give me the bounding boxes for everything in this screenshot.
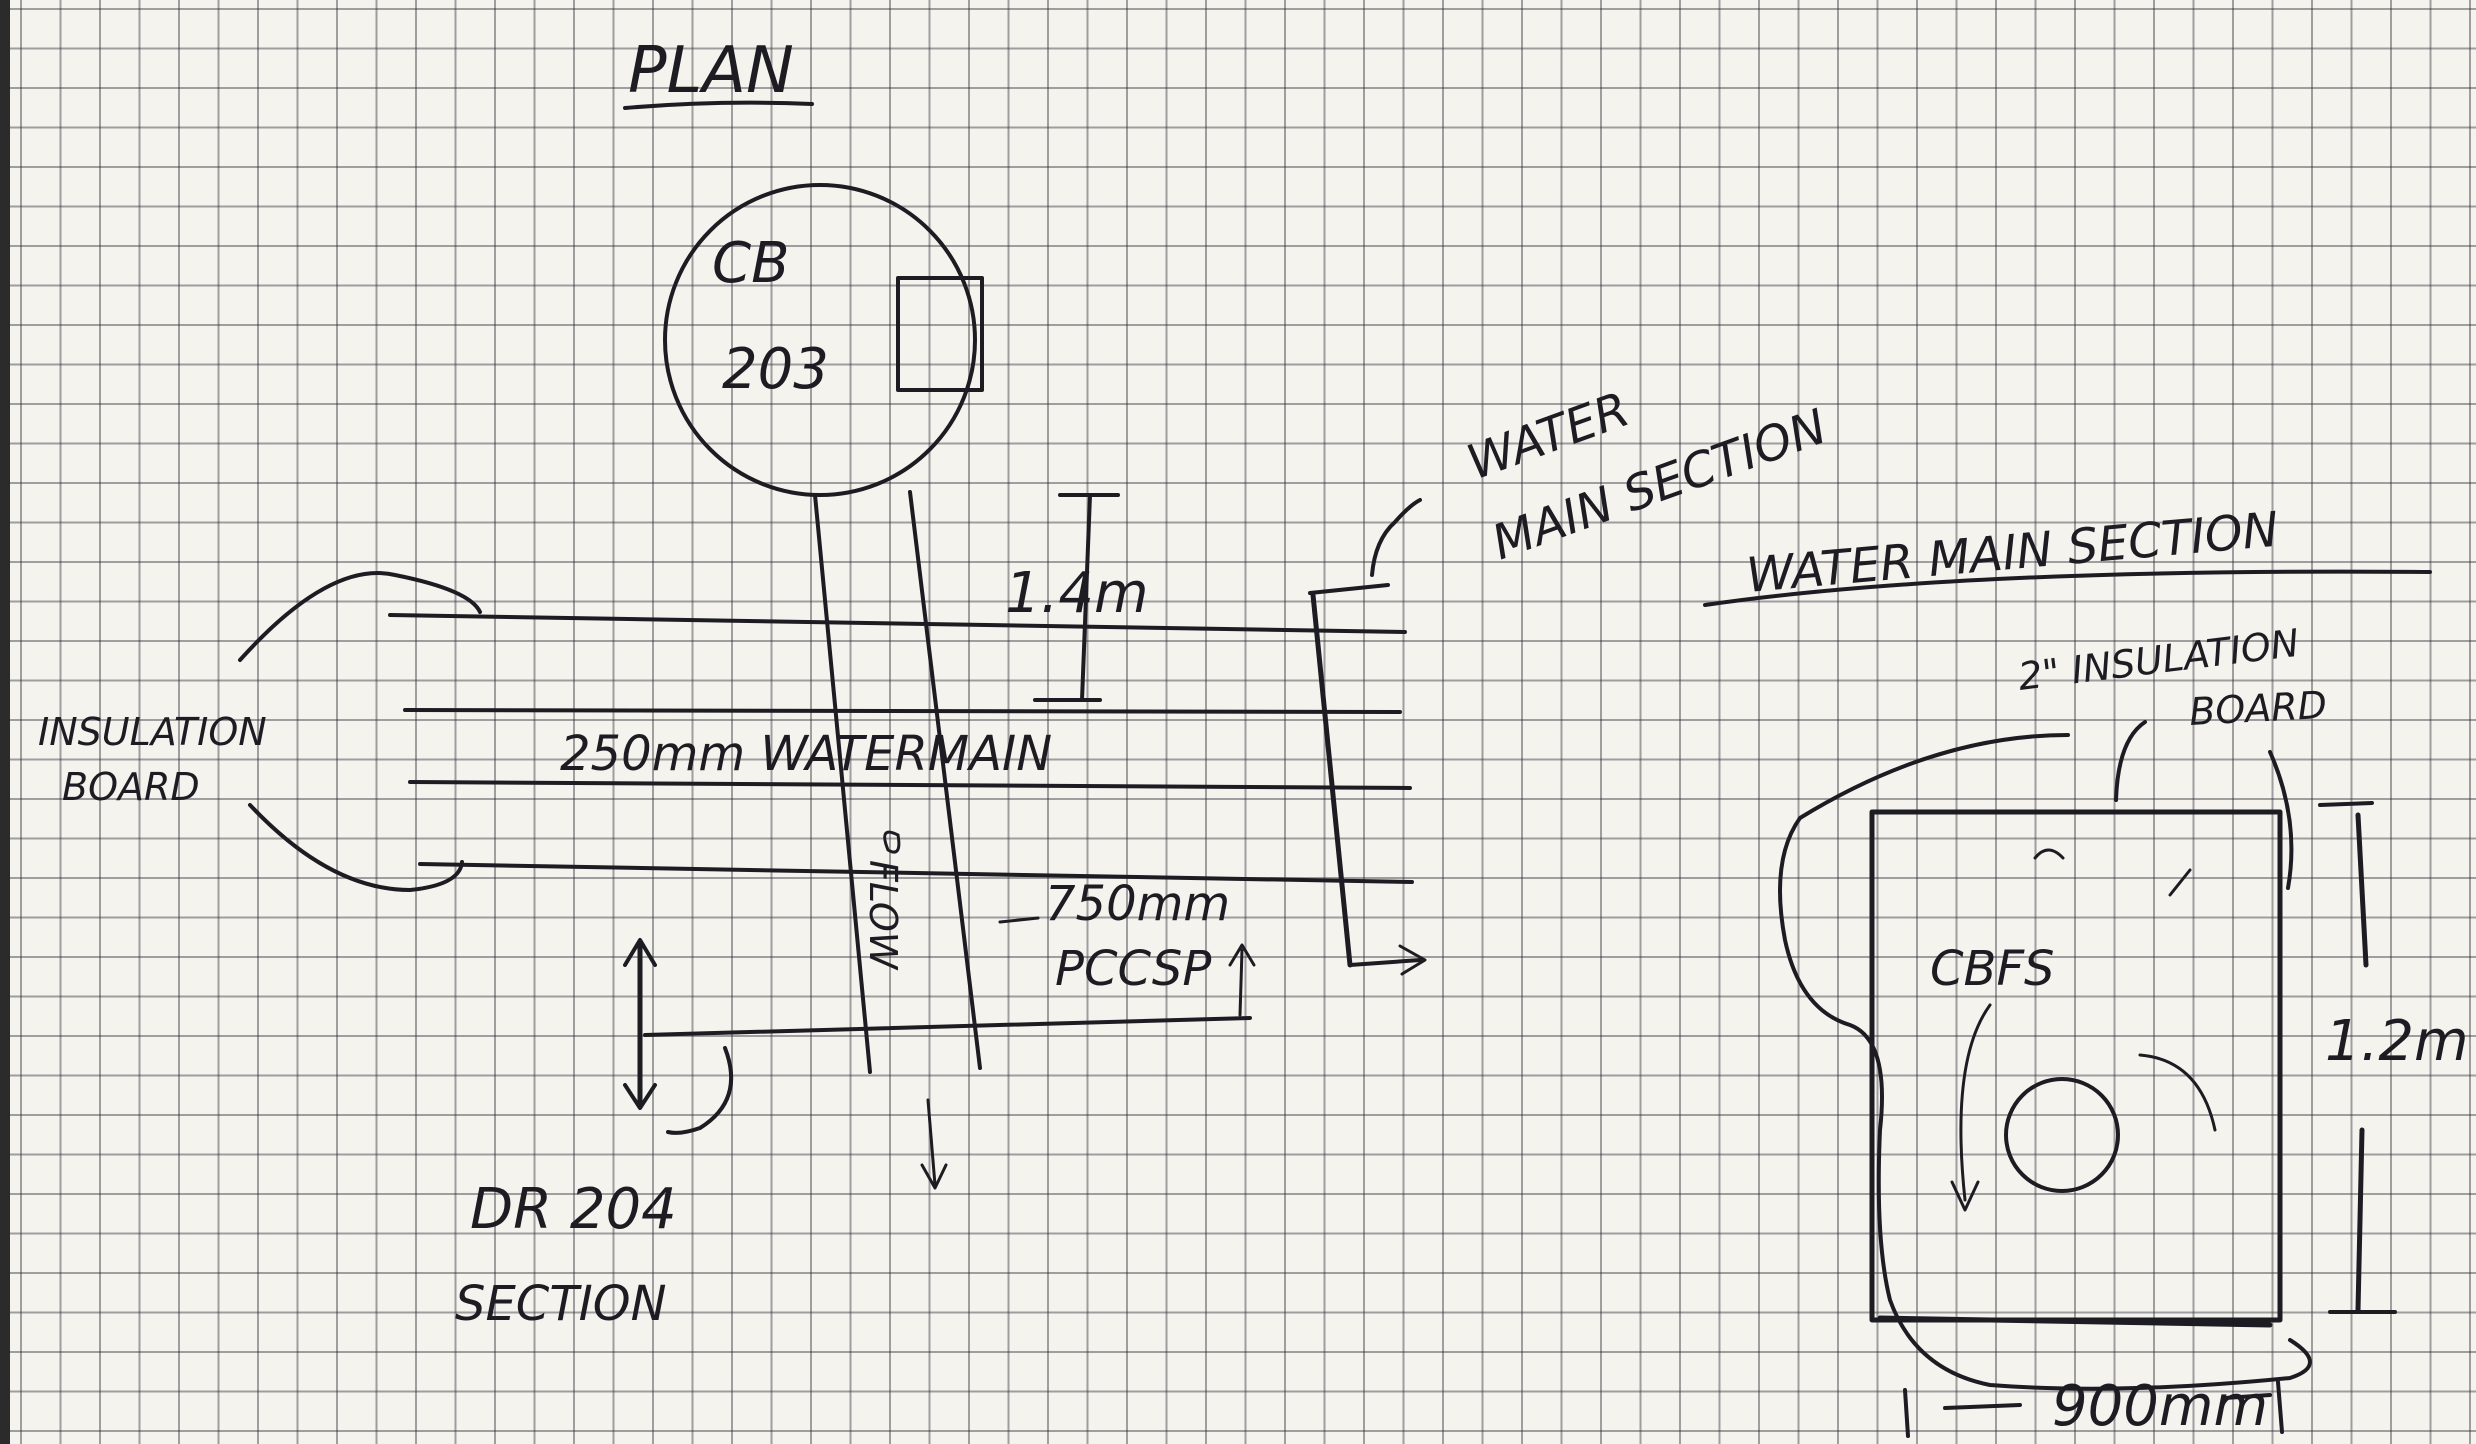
dr-section-arrow-up	[623, 938, 657, 967]
section-cut-line	[1310, 592, 1353, 968]
insulation-right-line2: BOARD	[2188, 683, 2328, 734]
section-cut-top	[1308, 583, 1390, 595]
catch-basin-number: 203	[722, 337, 829, 402]
flow-direction-text: FLOW	[861, 860, 905, 971]
height-dim-text: 1.2m	[2325, 1009, 2469, 1074]
dr-section-subtitle: SECTION	[455, 1276, 666, 1332]
pipe-size-label: 750mm	[1045, 876, 1230, 932]
dr-section-curve	[666, 1046, 734, 1135]
section-box-base	[1877, 1315, 2273, 1328]
height-dim-upper	[2355, 812, 2369, 968]
dr-section-arrow-down	[623, 1083, 657, 1110]
insulation-left-line1: INSULATION	[38, 710, 267, 754]
catch-basin-circle	[663, 183, 977, 497]
plan-title-underline	[623, 100, 814, 110]
notebook-sheet-edge	[0, 0, 10, 1444]
clearance-dim-text: 1.4m	[1005, 561, 1149, 626]
lead-pipe-right-edge	[908, 490, 982, 1070]
width-dim-right-tick	[2276, 1380, 2284, 1434]
insulation-left-line2: BOARD	[62, 765, 200, 809]
insulation-leader-top	[238, 571, 482, 662]
insulation-board-right	[2268, 750, 2294, 890]
insulation-edge-bottom	[418, 862, 1414, 884]
catch-basin-grate	[896, 276, 984, 392]
section-cut-arrowhead	[1398, 944, 1427, 976]
backfill-label: CBFS	[1930, 941, 2055, 997]
pipe-label-arrow	[1238, 948, 1244, 1017]
backfill-arrow-left	[1959, 1003, 1992, 1202]
backfill-swirl-icon	[2033, 848, 2065, 860]
water-main-bottom-edge	[408, 780, 1412, 790]
trench-outline	[1778, 733, 2312, 1391]
section-cut-bottom	[1348, 958, 1422, 967]
plan-title: PLAN	[628, 34, 794, 108]
water-main-pipe-section	[2004, 1077, 2120, 1193]
section-title-underline	[1703, 569, 2432, 607]
svg-text:FLOW: FLOW	[861, 860, 905, 971]
catch-basin-name: CB	[712, 231, 790, 296]
flow-arrowhead-icon	[920, 1163, 948, 1190]
flow-swirl-icon	[883, 830, 901, 854]
width-dim-left-tick	[1903, 1388, 1910, 1438]
insulation-leader-bottom	[248, 803, 464, 892]
backfill-tick-mark	[2168, 868, 2192, 897]
section-box	[1869, 809, 2283, 1323]
pipe-label-arrowhead	[1228, 943, 1256, 967]
insulation-edge-top	[388, 613, 1407, 634]
clearance-dim-line	[1080, 493, 1092, 702]
water-main-top-edge	[403, 708, 1402, 714]
width-dim-line-left	[1943, 1403, 2022, 1410]
height-dim-lower	[2355, 1127, 2365, 1313]
section-callout-leader	[1370, 498, 1422, 577]
dr-section-name: DR 204	[470, 1177, 677, 1242]
insulation-right-leader	[2114, 720, 2147, 802]
section-title: WATER MAIN SECTION	[1744, 502, 2281, 604]
pipe-label-leader	[998, 916, 1040, 924]
height-dim-top-tick	[2318, 801, 2374, 807]
flow-arrow-icon	[926, 1098, 937, 1187]
width-dim-text: 900mm	[2052, 1374, 2268, 1439]
section-callout: WATER MAIN SECTION	[1460, 381, 1834, 571]
dr-section-leader	[643, 1016, 1252, 1037]
width-dim-line-right	[2223, 1393, 2272, 1400]
pipe-type-label: PCCSP	[1055, 941, 1211, 997]
backfill-arrowhead-left	[1950, 1180, 1980, 1212]
backfill-arrow-right	[2138, 1053, 2217, 1132]
water-main-label: 250mm WATERMAIN	[560, 726, 1052, 782]
